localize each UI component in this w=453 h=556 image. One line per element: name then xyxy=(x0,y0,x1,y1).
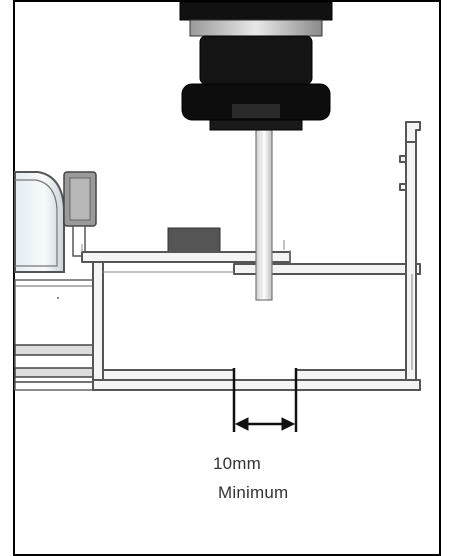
router-bit xyxy=(255,129,273,301)
diagram-border xyxy=(13,0,441,556)
router-spindle-icon xyxy=(179,1,333,131)
spacer-block xyxy=(167,227,221,253)
aluminium-profile xyxy=(81,121,421,391)
clamp-icon xyxy=(14,171,97,273)
dimension-arrow-icon xyxy=(232,368,298,432)
dimension-value-label: 10mm xyxy=(213,454,262,473)
base-rail xyxy=(14,279,98,391)
profile-detail-lines xyxy=(81,240,413,370)
dimension-qualifier-label: Minimum xyxy=(218,483,289,502)
